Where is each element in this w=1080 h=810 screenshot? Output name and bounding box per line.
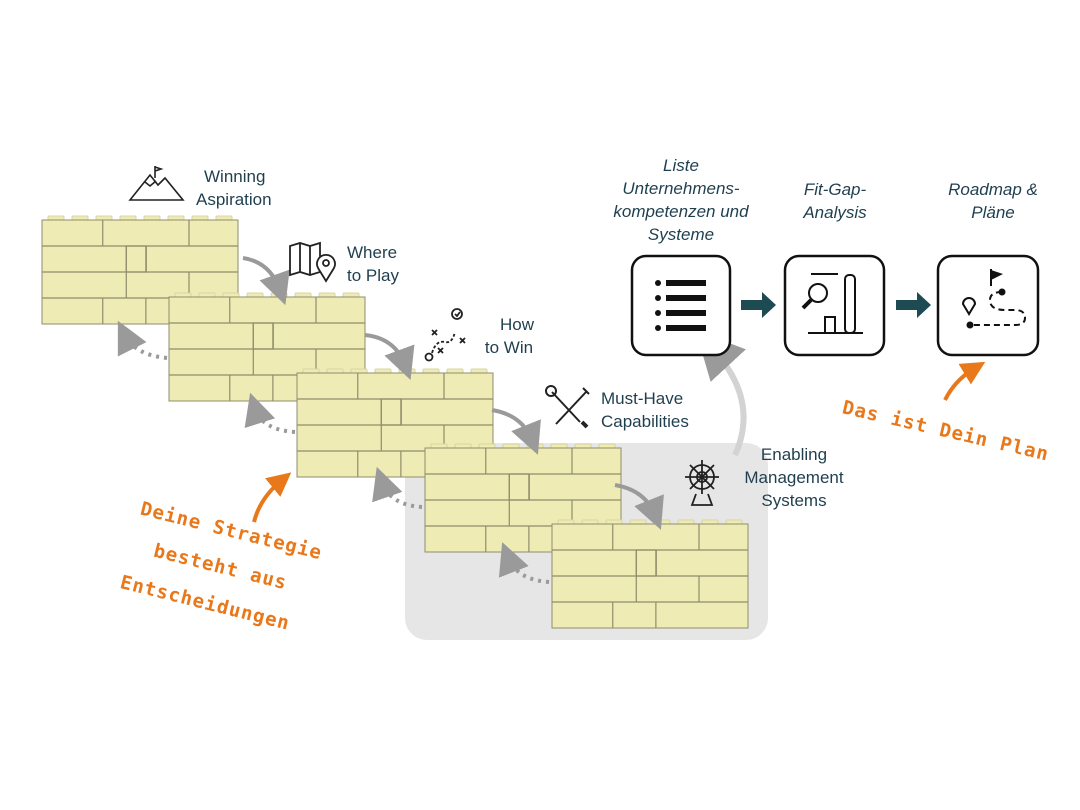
step-where-to-play: Where to Play — [347, 241, 399, 287]
step-label-line: Capabilities — [601, 412, 689, 431]
title-line: Fit-Gap- — [803, 180, 867, 199]
title-line: kompetenzen und — [613, 202, 749, 221]
brick-wall — [296, 368, 494, 478]
analysis-chart-icon — [783, 254, 886, 357]
ship-wheel-icon — [685, 460, 719, 506]
tools-icon — [545, 385, 590, 429]
title-line: Roadmap & — [948, 180, 1038, 199]
step-label-line: Where — [347, 243, 398, 262]
step-label-line: Enabling — [760, 445, 828, 464]
roadmap-icon — [936, 254, 1040, 357]
step-label-line: How — [500, 315, 535, 334]
map-pin-icon — [289, 241, 336, 283]
mountain-flag-icon — [128, 166, 185, 201]
step-label-line: Management — [744, 468, 844, 487]
step-label-line: Systems — [761, 491, 827, 510]
step-label-line: Aspiration — [196, 190, 272, 209]
process-arrows — [741, 292, 931, 318]
process-title-roadmap: Roadmap & Pläne — [930, 178, 1056, 224]
list-icon — [630, 254, 732, 357]
brick-wall — [551, 519, 749, 629]
title-line: Liste — [663, 156, 699, 175]
plan-note-arrow — [943, 361, 986, 401]
strategy-note-arrow — [252, 472, 292, 523]
step-label-line: Winning — [204, 167, 266, 186]
title-line: Analysis — [803, 203, 867, 222]
strategy-play-icon — [424, 308, 466, 362]
title-line: Systeme — [647, 225, 715, 244]
title-line: Pläne — [971, 203, 1015, 222]
step-how-to-win: How to Win — [484, 313, 534, 359]
step-label-line: to Play — [347, 266, 399, 285]
title-line: Unternehmens- — [622, 179, 740, 198]
step-label-line: to Win — [484, 338, 534, 357]
systems-to-list-arrow — [695, 330, 747, 457]
step-label-line: Must-Have — [601, 389, 684, 408]
process-title-fit-gap: Fit-Gap- Analysis — [780, 178, 890, 224]
forward-arrows — [242, 256, 664, 530]
